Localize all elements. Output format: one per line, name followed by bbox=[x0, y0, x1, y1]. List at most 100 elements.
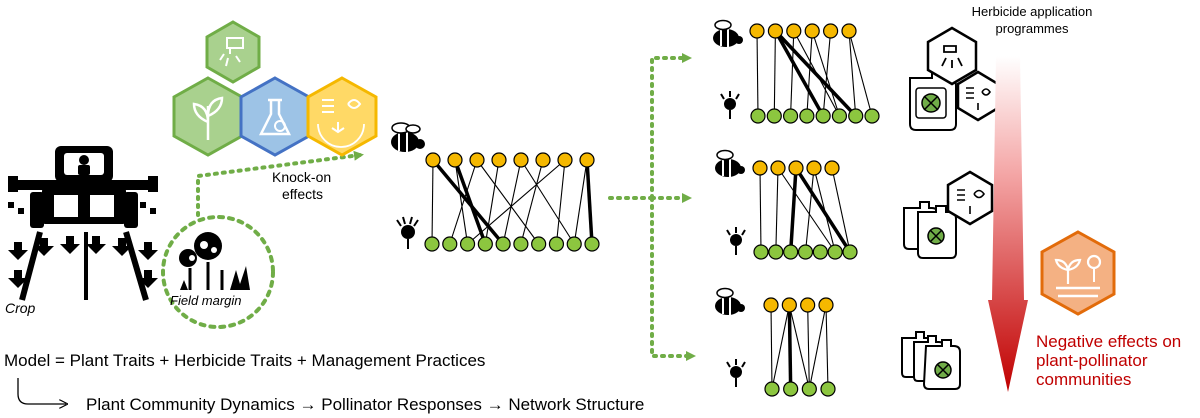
interaction-link bbox=[770, 304, 773, 390]
crop-label: Crop bbox=[5, 300, 36, 316]
management-cycle-hexagon-icon bbox=[946, 170, 994, 226]
field-margin-boundary bbox=[161, 215, 275, 329]
thistle-flower-icon bbox=[720, 91, 740, 119]
pollinator-node bbox=[841, 23, 857, 39]
herbicide-container-icon bbox=[901, 331, 961, 390]
plant-node bbox=[768, 244, 784, 260]
network-main bbox=[424, 152, 600, 252]
negative-effect-gradient-arrow bbox=[988, 56, 1028, 392]
bee-icon bbox=[713, 19, 743, 47]
pollinator-node bbox=[557, 152, 573, 168]
pollinator-node bbox=[752, 160, 768, 176]
interaction-link bbox=[793, 30, 840, 117]
interaction-link bbox=[811, 30, 840, 117]
knock-on-label-line1: Knock-on bbox=[272, 169, 331, 185]
interaction-link bbox=[806, 30, 813, 117]
pollinator-node bbox=[491, 152, 507, 168]
field-margin-label: Field margin bbox=[170, 293, 242, 308]
plant-node bbox=[513, 236, 529, 252]
pathway-text: Plant Community Dynamics → Pollinator Re… bbox=[86, 395, 644, 414]
interaction-link bbox=[825, 304, 829, 390]
interaction-link bbox=[573, 159, 588, 245]
plant-node bbox=[531, 236, 547, 252]
lab-flask-hexagon-icon bbox=[239, 76, 311, 157]
pollinator-node bbox=[513, 152, 529, 168]
interaction-link bbox=[807, 304, 810, 390]
interaction-link bbox=[788, 304, 810, 390]
pollinator-node bbox=[425, 152, 441, 168]
plant-node bbox=[842, 244, 858, 260]
interaction-link bbox=[759, 167, 762, 253]
plant-node bbox=[584, 236, 600, 252]
tractor-sprayer-icon bbox=[8, 146, 158, 301]
interaction-link bbox=[787, 304, 793, 390]
pollinator-node bbox=[800, 297, 816, 313]
interaction-link bbox=[520, 159, 544, 245]
plant-node bbox=[848, 108, 864, 124]
plant-node bbox=[801, 381, 817, 397]
negative-effects-line1: Negative effects on bbox=[1036, 332, 1181, 351]
plant-node bbox=[782, 108, 799, 124]
interaction-link bbox=[773, 30, 825, 117]
plant-node bbox=[750, 108, 766, 124]
branch-arrow-bottom bbox=[650, 196, 696, 361]
bee-icon bbox=[715, 287, 745, 315]
pathway-arrow bbox=[17, 378, 66, 404]
interaction-link bbox=[804, 167, 815, 253]
pollinator-node bbox=[770, 160, 786, 176]
field-margin-flowers-icon bbox=[179, 232, 250, 290]
plant-node bbox=[820, 381, 836, 397]
interaction-link bbox=[756, 30, 759, 117]
plant-node bbox=[799, 108, 815, 124]
interaction-link bbox=[431, 159, 434, 245]
interaction-link bbox=[813, 167, 836, 253]
plant-node bbox=[783, 244, 799, 260]
interaction-link bbox=[848, 30, 857, 117]
interaction-link bbox=[476, 159, 540, 245]
interaction-link bbox=[808, 304, 827, 390]
pollinator-node bbox=[818, 297, 834, 313]
interaction-link bbox=[771, 304, 790, 390]
interaction-link bbox=[453, 159, 487, 245]
pollinator-node bbox=[788, 160, 804, 176]
interaction-link bbox=[454, 159, 469, 245]
plant-node bbox=[864, 108, 880, 124]
management-cycle-hexagon-icon bbox=[956, 70, 1000, 122]
pollinator-node bbox=[804, 23, 820, 39]
interaction-link bbox=[431, 158, 505, 246]
plant-node bbox=[783, 381, 799, 397]
network-top bbox=[749, 23, 880, 124]
model-equation: Model = Plant Traits + Herbicide Traits … bbox=[4, 351, 485, 370]
pollinator-node bbox=[579, 152, 595, 168]
herbicide-container-icon bbox=[909, 69, 957, 131]
interaction-link bbox=[449, 159, 478, 245]
pollinator-node bbox=[469, 152, 485, 168]
pollinator-node bbox=[767, 23, 784, 39]
pollinator-node bbox=[786, 23, 802, 39]
interaction-link bbox=[502, 159, 522, 245]
pollinator-node bbox=[535, 152, 551, 168]
management-cycle-hexagon-icon bbox=[306, 76, 378, 157]
plant-node bbox=[827, 244, 843, 260]
plant-node bbox=[566, 236, 582, 252]
pollinator-node bbox=[806, 160, 822, 176]
herbicide-spray-hexagon-icon bbox=[205, 20, 261, 84]
pollinator-node bbox=[763, 297, 779, 313]
interaction-link bbox=[790, 30, 795, 117]
knock-on-label-line2: effects bbox=[282, 186, 323, 202]
pollinator-node bbox=[749, 23, 765, 39]
pollinator-node bbox=[824, 160, 840, 176]
pollinator-node bbox=[822, 23, 839, 39]
pollinator-node bbox=[447, 152, 463, 168]
interaction-link bbox=[822, 30, 832, 117]
leaf-hexagon-icon bbox=[172, 76, 244, 157]
interaction-link bbox=[774, 29, 857, 118]
plant-node bbox=[459, 236, 476, 252]
interaction-link bbox=[555, 159, 566, 245]
plant-node bbox=[764, 381, 780, 397]
interaction-link bbox=[585, 159, 594, 245]
plant-node bbox=[477, 236, 493, 252]
plant-node bbox=[815, 108, 831, 124]
thistle-flower-icon bbox=[726, 359, 746, 387]
network-middle bbox=[752, 160, 858, 260]
